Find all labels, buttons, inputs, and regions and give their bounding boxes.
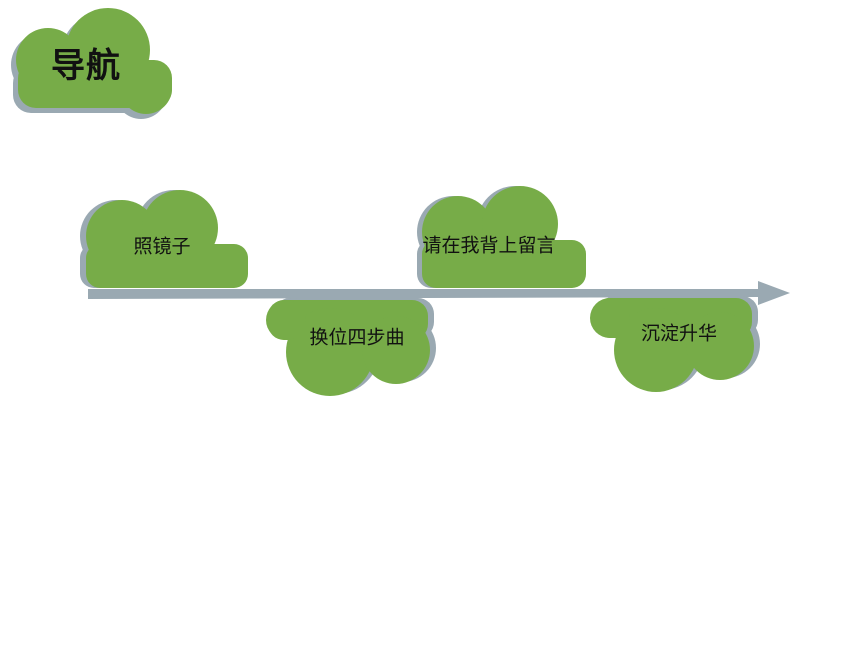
node-label-3: 请在我背上留言 [422,234,556,257]
node-cloud-2 [266,298,436,396]
title-cloud [11,8,172,119]
node-cloud-3 [417,186,586,288]
node-cloud-2-body [266,300,430,396]
node-cloud-1 [80,190,248,288]
node-label-4: 沉淀升华 [640,322,718,345]
node-cloud-4-body [590,298,754,392]
node-cloud-3-body [422,186,586,288]
page-title: 导航 [51,46,121,86]
node-label-2: 换位四步曲 [309,326,405,349]
node-label-1: 照镜子 [133,235,191,258]
title-cloud-body [16,8,172,114]
timeline-arrow-head [758,281,790,305]
node-cloud-4 [590,296,760,392]
node-cloud-1-body [86,190,248,288]
timeline-arrow [88,281,790,305]
timeline-arrow-shaft [88,289,760,299]
